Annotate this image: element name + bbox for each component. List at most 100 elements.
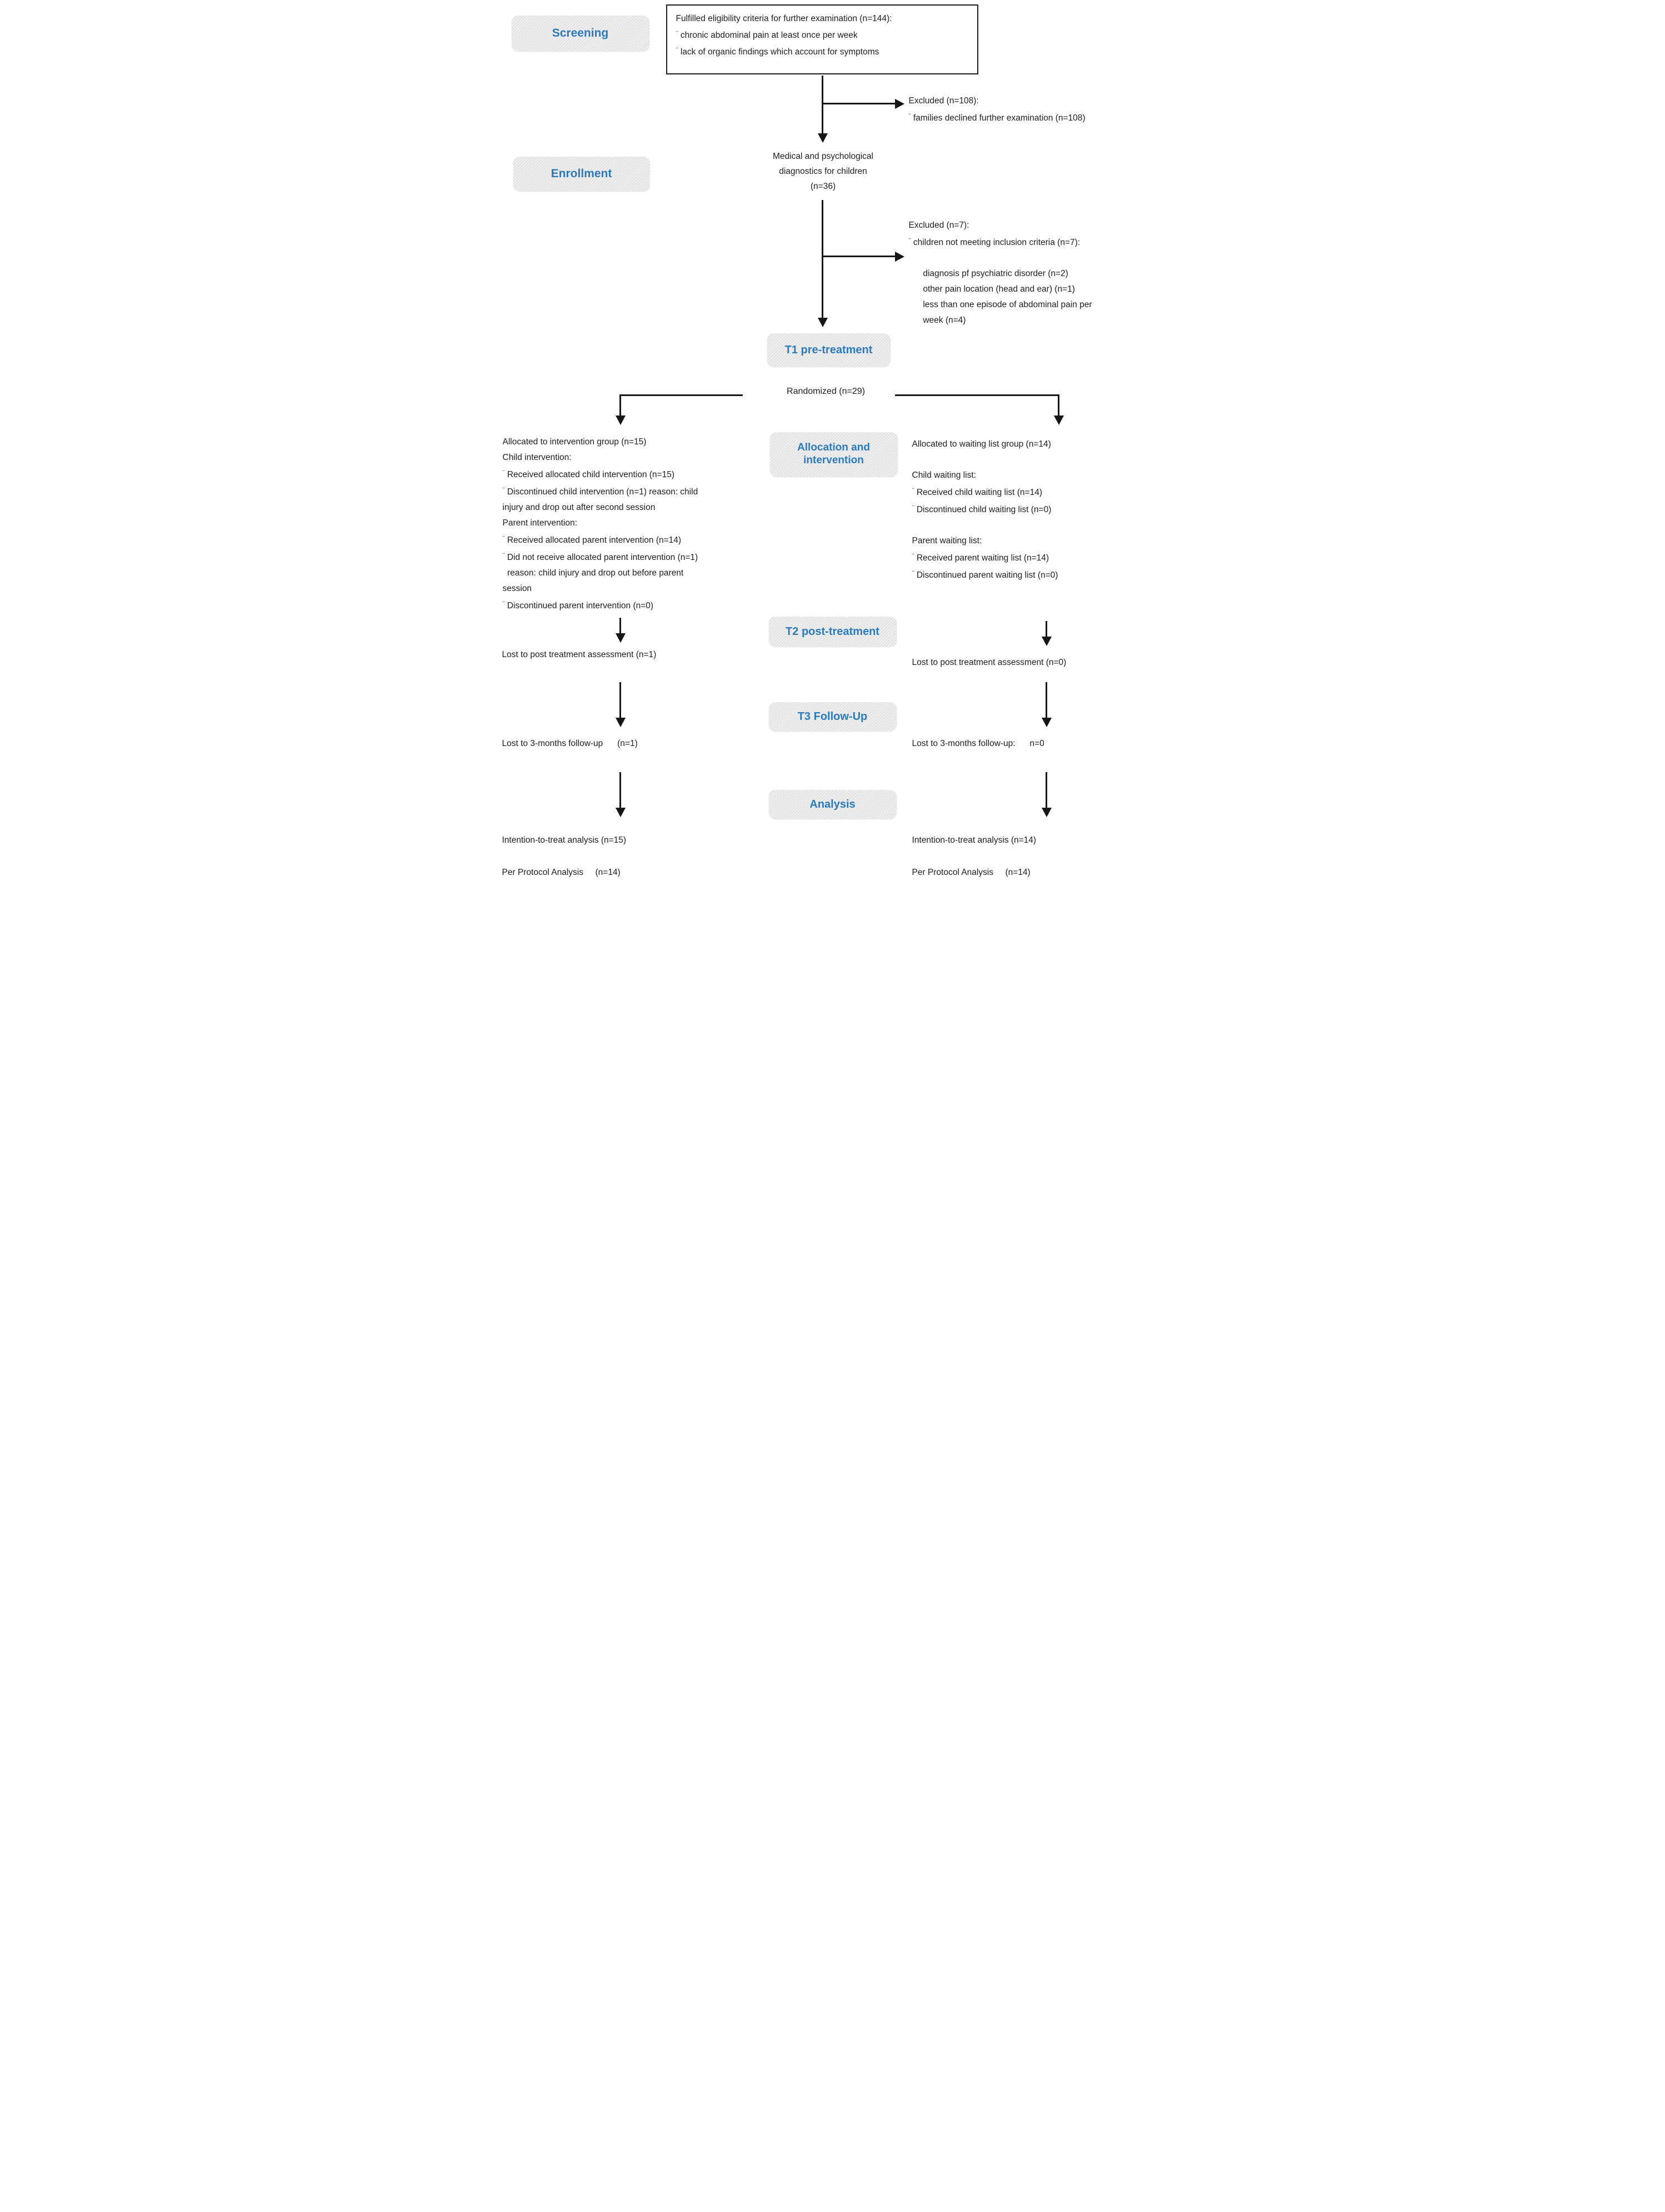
excluded-line: week (n=4) — [909, 313, 1166, 328]
arrowhead-right-excluded-7 — [894, 252, 904, 262]
intervention-line: ¨Received allocated child intervention (… — [503, 466, 769, 483]
line-text: reason: child injury and drop out before… — [502, 568, 684, 578]
line-text: families declined further examination (n… — [913, 113, 1086, 123]
line-text: week (n=4) — [908, 316, 966, 325]
stage-label-allocation-line1: Allocation and — [797, 442, 870, 454]
stage-label-t3-follow-up: T3 Follow-Up — [768, 702, 897, 731]
stage-label-t1-text: T1 pre-treatment — [784, 344, 873, 356]
stage-label-screening-text: Screening — [552, 27, 609, 40]
connector-left-t3 — [619, 682, 621, 718]
stage-label-t2-post-treatment: T2 post-treatment — [768, 617, 897, 647]
consort-flow-diagram: Screening Fulfilled eligibility criteria… — [499, 0, 1166, 887]
bullet-marker: ¨ — [908, 112, 911, 121]
waiting-list-line: ¨Received parent waiting list (n=14) — [912, 549, 1165, 566]
line-text: session — [502, 584, 532, 593]
bullet-marker: ¨ — [912, 552, 914, 560]
line-text: Received child waiting list (n=14) — [916, 488, 1042, 497]
line-text: Received parent waiting list (n=14) — [916, 553, 1049, 563]
line-text: Excluded (n=108): — [908, 96, 979, 106]
connector-left-t2 — [619, 618, 621, 633]
diagnostics-line: diagnostics for children — [748, 164, 898, 179]
eligibility-line: ¨chronic abdominal pain at least once pe… — [676, 26, 968, 43]
connector-right-t2 — [1045, 621, 1047, 637]
itt-analysis-left: Intention-to-treat analysis (n=15) — [502, 835, 627, 845]
eligibility-line: ¨lack of organic findings which account … — [676, 43, 968, 59]
line-text: Fulfilled eligibility criteria for furth… — [676, 14, 892, 23]
line-text: Parent intervention: — [502, 518, 577, 528]
bullet-marker: ¨ — [908, 237, 911, 245]
bullet-marker: ¨ — [502, 600, 505, 608]
stage-label-allocation-line2: intervention — [803, 454, 864, 466]
excluded-line: ¨children not meeting inclusion criteria… — [909, 233, 1166, 251]
arrowhead-right-t3 — [1041, 718, 1052, 727]
lost-post-treatment-left: Lost to post treatment assessment (n=1) — [502, 650, 657, 659]
line-text: Child waiting list: — [912, 471, 976, 480]
line-text: Received allocated parent intervention (… — [507, 536, 682, 545]
waiting-list-line: Parent waiting list: — [912, 533, 1165, 549]
arrowhead-down-to-t1 — [817, 318, 828, 327]
excluded-line: Excluded (n=7): — [909, 218, 1166, 233]
arrowhead-left-t3 — [615, 718, 626, 727]
stage-label-analysis-text: Analysis — [809, 798, 856, 810]
line-text: chronic abdominal pain at least once per… — [680, 31, 858, 40]
connector-randomized-right — [894, 394, 1059, 396]
arrowhead-down-right-group — [1053, 416, 1064, 425]
arrowhead-down-left-group — [615, 416, 626, 425]
waiting-list-group-block: Allocated to waiting list group (n=14) C… — [912, 437, 1165, 583]
line-text: Received allocated child intervention (n… — [507, 470, 674, 479]
connector-excluded-7 — [822, 256, 895, 257]
stage-label-t1-pre-treatment: T1 pre-treatment — [767, 333, 891, 367]
line-text: (n=36) — [810, 182, 836, 191]
line-text: Excluded (n=7): — [908, 221, 969, 230]
connector-left-analysis — [619, 772, 621, 808]
arrowhead-down-to-diagnostics — [817, 133, 828, 143]
waiting-list-line: ¨Discontinued parent waiting list (n=0) — [912, 566, 1165, 583]
bullet-marker: ¨ — [502, 552, 505, 560]
waiting-list-line — [912, 518, 1165, 533]
waiting-list-line — [912, 452, 1165, 468]
excluded-line: diagnosis pf psychiatric disorder (n=2) — [909, 266, 1166, 282]
line-text: Discontinued child waiting list (n=0) — [916, 505, 1052, 514]
stage-label-allocation: Allocation and intervention — [769, 432, 898, 477]
intervention-line: ¨Did not receive allocated parent interv… — [503, 548, 769, 565]
line-text: Allocated to waiting list group (n=14) — [912, 439, 1051, 449]
line-text: less than one episode of abdominal pain … — [908, 300, 1092, 309]
line-text: Medical and psychological — [773, 152, 873, 161]
line-text: Child intervention: — [502, 453, 572, 462]
intervention-line: Parent intervention: — [503, 516, 769, 531]
line-text: Discontinued parent waiting list (n=0) — [916, 570, 1058, 580]
bullet-marker: ¨ — [502, 534, 505, 543]
intervention-line: Allocated to intervention group (n=15) — [503, 434, 769, 450]
connector-right-down — [1057, 394, 1059, 416]
excluded-screening-block: Excluded (n=108): ¨families declined fur… — [909, 93, 1164, 126]
excluded-line — [909, 251, 1166, 266]
connector-right-analysis — [1045, 772, 1047, 808]
line-text: Parent waiting list: — [912, 536, 982, 546]
diagnostics-node: Medical and psychological diagnostics fo… — [748, 149, 898, 194]
line-text: lack of organic findings which account f… — [680, 47, 879, 57]
connector-right-t3 — [1045, 682, 1047, 718]
arrowhead-right-t2 — [1041, 637, 1052, 646]
waiting-list-line: Child waiting list: — [912, 468, 1165, 483]
connector-randomized-left — [620, 394, 743, 396]
stage-label-enrollment-text: Enrollment — [551, 167, 612, 181]
per-protocol-right: Per Protocol Analysis (n=14) — [912, 868, 1031, 877]
excluded-line: other pain location (head and ear) (n=1) — [909, 282, 1166, 297]
line-text: children not meeting inclusion criteria … — [913, 238, 1081, 247]
line-text: Allocated to intervention group (n=15) — [502, 437, 647, 447]
stage-label-t3-text: T3 Follow-Up — [797, 710, 868, 723]
waiting-list-line: ¨Discontinued child waiting list (n=0) — [912, 501, 1165, 518]
stage-label-enrollment: Enrollment — [513, 157, 650, 191]
intervention-line: ¨Received allocated parent intervention … — [503, 531, 769, 548]
arrowhead-right-analysis — [1041, 808, 1052, 817]
lost-post-treatment-right: Lost to post treatment assessment (n=0) — [912, 658, 1067, 667]
line-text: Discontinued parent intervention (n=0) — [507, 601, 654, 610]
bullet-marker: ¨ — [676, 46, 678, 54]
line-text: diagnostics for children — [779, 167, 867, 176]
eligibility-line: Fulfilled eligibility criteria for furth… — [676, 11, 968, 26]
waiting-list-line: Allocated to waiting list group (n=14) — [912, 437, 1165, 452]
line-text: Did not receive allocated parent interve… — [507, 553, 698, 562]
bullet-marker: ¨ — [676, 29, 678, 38]
lost-follow-up-left: Lost to 3-months follow-up (n=1) — [502, 739, 638, 748]
eligibility-criteria-box: Fulfilled eligibility criteria for furth… — [666, 4, 978, 74]
